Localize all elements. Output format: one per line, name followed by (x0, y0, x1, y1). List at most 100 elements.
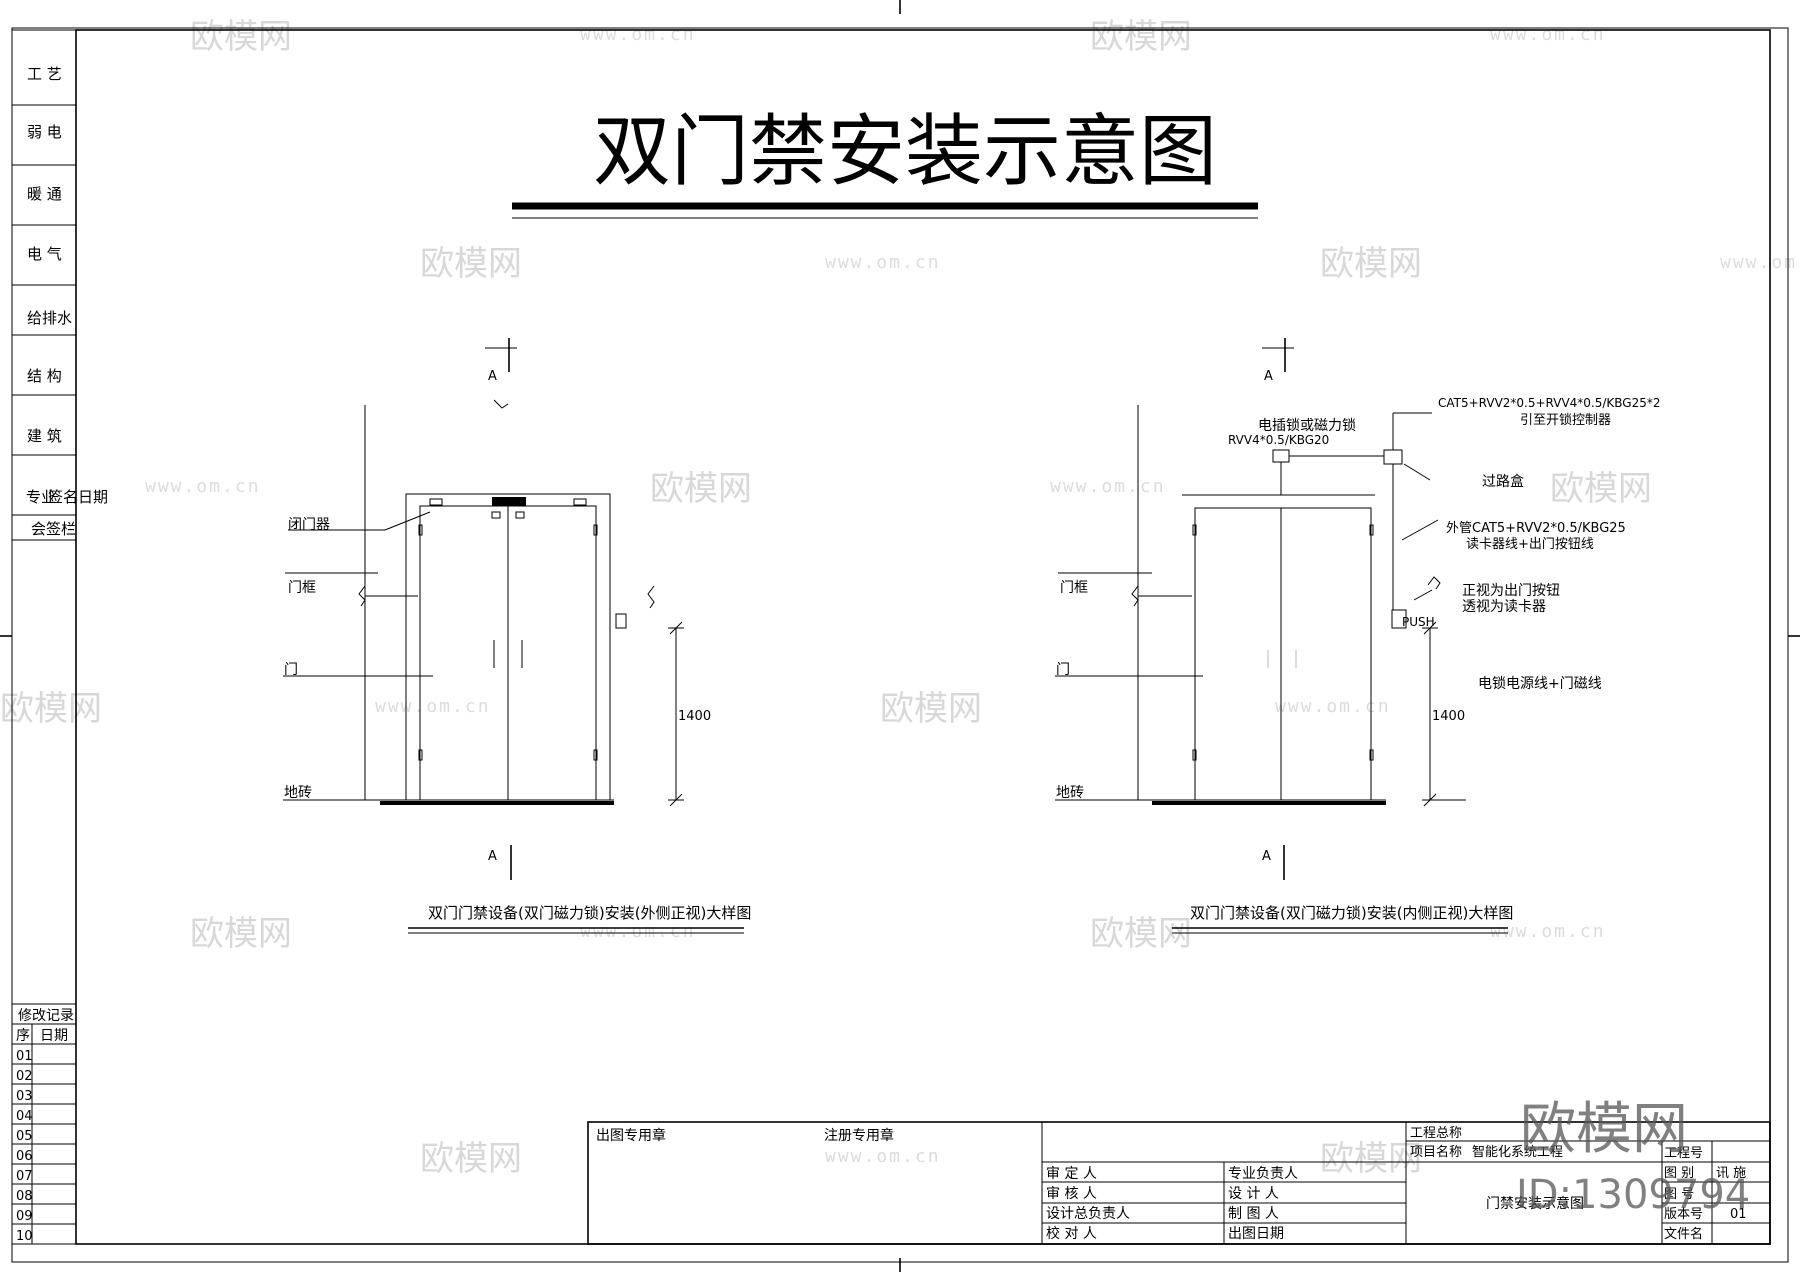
outer-trim-border (11, 27, 1789, 1263)
sign-header-discipline: 专业 (26, 488, 56, 506)
revision-row: 03 (16, 1089, 33, 1104)
project-no-label: 工程号 (1664, 1146, 1703, 1161)
push-button (1391, 609, 1407, 629)
label-frame: 门框 (288, 580, 316, 596)
watermark-brand: 欧模网 (650, 469, 752, 509)
dim-height: 1400 (678, 709, 711, 724)
watermark-brand: 欧模网 (1320, 1139, 1422, 1179)
watermark-url: www.om.cn (580, 24, 696, 45)
corner-watermark-brand: 欧模网 (1520, 1097, 1688, 1162)
label-floor: 地砖 (1056, 785, 1084, 801)
lock-label: 电插锁或磁力锁 (1258, 418, 1356, 434)
watermark-url: www.om.cn (1490, 921, 1606, 942)
lock-box (1272, 449, 1290, 463)
door-frame (1194, 507, 1372, 801)
page-title: 双门禁安装示意图 (593, 107, 1217, 197)
sign-item: 工 艺 (27, 65, 62, 83)
revision-row: 01 (16, 1049, 33, 1064)
revision-row: 07 (16, 1169, 33, 1184)
drawing-type-value: 讯 施 (1716, 1166, 1746, 1181)
label-closer: 闭门器 (288, 517, 330, 533)
button-note: 正视为出门按钮 (1462, 583, 1560, 599)
watermark-brand: 欧模网 (190, 914, 292, 954)
sign-column: 工 艺 弱 电 暖 通 电 气 给排水 结 构 建 筑 专业 签名 日期 会签栏 (11, 29, 108, 541)
review-label: 审 核 人 (1046, 1186, 1097, 1202)
project-total-label: 工程总称 (1410, 1126, 1462, 1141)
drawing-name: 门禁安装示意图 (1486, 1195, 1584, 1212)
sign-header-date: 日期 (78, 488, 108, 506)
watermark-brand: 欧模网 (1090, 17, 1192, 57)
sign-item: 结 构 (27, 367, 62, 385)
design-lead-label: 设计总负责人 (1046, 1206, 1130, 1222)
issue-date-label: 出图日期 (1228, 1226, 1284, 1242)
designer-label: 设 计 人 (1228, 1186, 1279, 1202)
watermark-brand: 欧模网 (1090, 914, 1192, 954)
watermark-brand: 欧模网 (420, 1139, 522, 1179)
revision-row: 08 (16, 1189, 33, 1204)
project-name-label: 项目名称 (1410, 1144, 1462, 1160)
stamp-out: 出图专用章 (596, 1127, 666, 1144)
sign-item: 暖 通 (27, 185, 62, 203)
version-label: 版本号 (1664, 1207, 1703, 1222)
drafter-label: 制 图 人 (1228, 1206, 1279, 1222)
view-caption: 双门门禁设备(双门磁力锁)安装(外侧正视)大样图 (428, 904, 751, 922)
approve-label: 审 定 人 (1046, 1166, 1097, 1182)
cable-top: CAT5+RVV2*0.5+RVV4*0.5/KBG25*2 (1438, 396, 1661, 410)
junction-box-label: 过路盒 (1482, 473, 1524, 490)
watermark-brand: 欧模网 (1550, 469, 1652, 509)
sign-item: 电 气 (27, 245, 62, 263)
sign-item: 弱 电 (27, 123, 62, 141)
watermark-url: www.om.cn (825, 252, 941, 273)
junction-box (1383, 449, 1403, 465)
title-block: 出图专用章 注册专用章 审 定 人 审 核 人 设计总负责人 校 对 人 专业负… (587, 1121, 1771, 1245)
watermark-url: www.om.cn (580, 921, 696, 942)
version-value: 01 (1730, 1207, 1747, 1222)
drawing-type-label: 图 别 (1664, 1166, 1694, 1181)
watermark-brand: 欧模网 (880, 689, 982, 729)
file-name-label: 文件名 (1664, 1226, 1703, 1242)
watermark-url: www.om.cn (825, 1146, 941, 1167)
watermark-brand: 欧模网 (420, 244, 522, 284)
button-note: 透视为读卡器 (1462, 598, 1546, 615)
view-caption: 双门门禁设备(双门磁力锁)安装(内侧正视)大样图 (1190, 904, 1513, 922)
section-mark-bottom: A (1262, 849, 1271, 864)
revision-col-seq: 序 (16, 1028, 30, 1044)
label-floor: 地砖 (284, 785, 312, 801)
dim-height: 1400 (1432, 709, 1465, 724)
revision-col-date: 日期 (40, 1028, 68, 1044)
magnetic-lock (492, 497, 526, 506)
revision-table: 修改记录 序 日期 01 02 03 04 05 06 07 08 09 10 (11, 1003, 77, 1245)
sign-footer: 会签栏 (31, 520, 76, 538)
drawing-no-label: 图 号 (1664, 1187, 1694, 1202)
watermark-url: www.om.cn (1490, 24, 1606, 45)
revision-title: 修改记录 (18, 1008, 74, 1024)
watermark-brand: 欧模网 (190, 17, 292, 57)
label-door: 门 (1056, 662, 1070, 678)
watermark-brand: 欧模网 (1320, 244, 1422, 284)
sign-item: 建 筑 (27, 427, 62, 445)
watermark-url: www.om.cn (1050, 476, 1166, 497)
watermark-layer: 欧模网 www.om.cn 欧模网 www.om.cn 欧模网 www.om.c… (0, 17, 1800, 1179)
label-frame: 门框 (1060, 580, 1088, 596)
outer-pipe-note: 读卡器线+出门按钮线 (1466, 537, 1594, 552)
right-elevation-view: A A 门框 门 地砖 CAT5+RVV (1055, 338, 1661, 934)
revision-row: 09 (16, 1209, 33, 1224)
project-name: 智能化系统工程 (1472, 1145, 1563, 1160)
inner-frame (75, 29, 1771, 1245)
watermark-url: www.om.cn (1720, 252, 1800, 273)
cable-top-note: 引至开锁控制器 (1520, 412, 1611, 428)
corner-watermark-id: ID:1309794 (1516, 1172, 1750, 1218)
section-mark-top: A (1264, 369, 1273, 384)
revision-row: 06 (16, 1149, 33, 1164)
watermark-url: www.om.cn (145, 476, 261, 497)
revision-row: 05 (16, 1129, 33, 1144)
stamp-reg: 注册专用章 (824, 1127, 894, 1144)
checker-label: 校 对 人 (1046, 1225, 1097, 1242)
watermark-brand: 欧模网 (0, 689, 102, 729)
revision-row: 04 (16, 1109, 33, 1124)
watermark-url: www.om.cn (1275, 696, 1391, 717)
left-elevation-view: A A 闭门器 (283, 338, 751, 934)
label-door: 门 (284, 662, 298, 678)
revision-row: 10 (16, 1229, 33, 1244)
